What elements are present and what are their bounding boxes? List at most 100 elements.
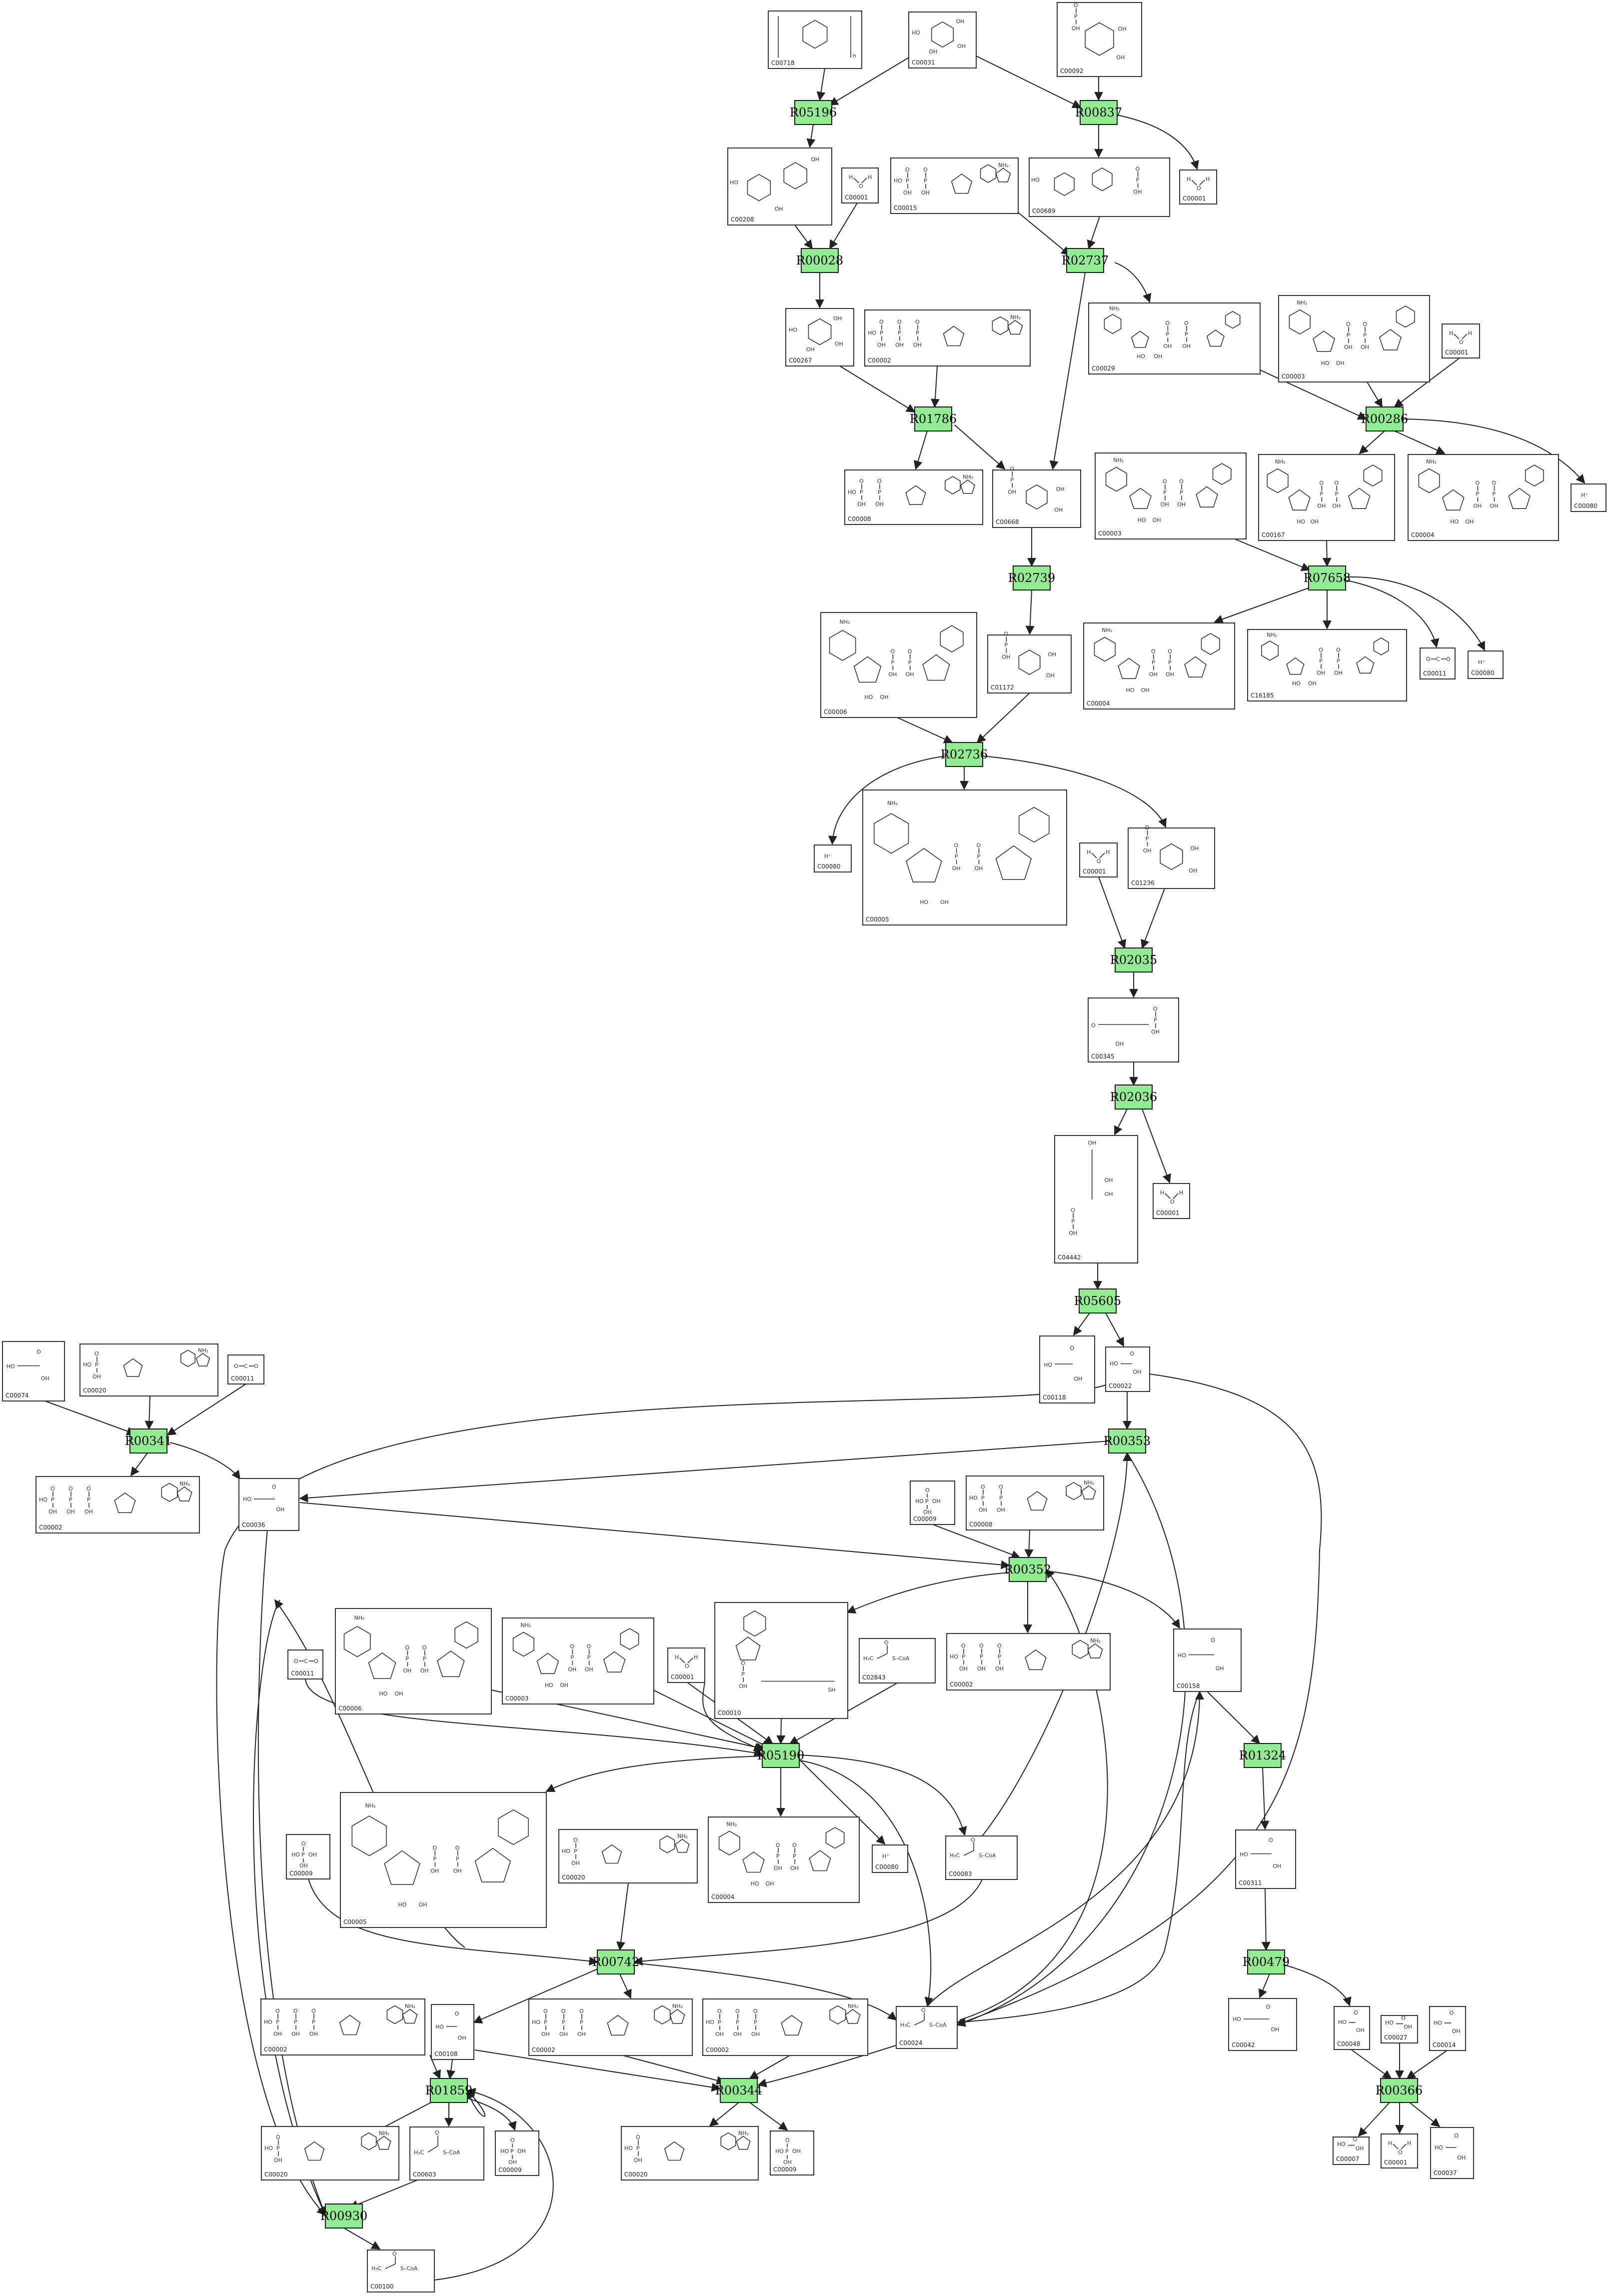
reaction-box[interactable] — [762, 1743, 800, 1768]
compound-box[interactable] — [1088, 998, 1179, 1062]
compound-box[interactable] — [844, 470, 983, 525]
reaction-box[interactable] — [720, 2078, 758, 2103]
reaction-node[interactable]: R02737 — [1062, 248, 1109, 273]
compound-box[interactable] — [528, 1998, 693, 2056]
reaction-node[interactable]: R02739 — [1008, 566, 1055, 590]
compound-box[interactable] — [335, 1608, 492, 1714]
compound-box[interactable] — [367, 2250, 435, 2292]
compound-box[interactable] — [1334, 2006, 1370, 2050]
reaction-node[interactable]: R00366 — [1376, 2078, 1423, 2103]
reaction-box[interactable] — [945, 742, 983, 767]
compound-box[interactable] — [1420, 648, 1456, 680]
reaction-box[interactable] — [1380, 2078, 1418, 2103]
reaction-node[interactable]: R05196 — [790, 100, 837, 125]
compound-box[interactable] — [1408, 454, 1559, 541]
reaction-box[interactable] — [801, 248, 839, 273]
reaction-node[interactable]: R01786 — [910, 406, 957, 432]
compound-box[interactable] — [227, 1354, 264, 1384]
compound-box[interactable] — [785, 308, 854, 366]
compound-box[interactable] — [1029, 158, 1170, 217]
compound-box[interactable] — [1173, 1628, 1242, 1692]
compound-box[interactable] — [910, 1480, 955, 1525]
compound-box[interactable] — [1054, 1135, 1138, 1264]
compound-box[interactable] — [1381, 2015, 1418, 2044]
compound-box[interactable] — [1083, 622, 1235, 710]
reaction-node[interactable]: R00286 — [1361, 406, 1408, 432]
compound-box[interactable] — [862, 790, 1067, 926]
compound-box[interactable] — [841, 168, 879, 204]
reaction-node[interactable]: R05190 — [757, 1743, 804, 1768]
reaction-box[interactable] — [1308, 566, 1346, 590]
reaction-box[interactable] — [1247, 1950, 1285, 1974]
reaction-node[interactable]: R00837 — [1075, 100, 1122, 125]
compound-box[interactable] — [1333, 2136, 1370, 2165]
compound-node[interactable]: H⁺C00080 — [872, 1844, 908, 1873]
compound-box[interactable] — [502, 1618, 654, 1704]
compound-box[interactable] — [1128, 828, 1215, 889]
compound-box[interactable] — [35, 1476, 200, 1534]
compound-box[interactable] — [1381, 2134, 1418, 2168]
compound-node[interactable]: H⁺C00080 — [814, 844, 852, 872]
compound-box[interactable] — [287, 1650, 323, 1680]
reaction-node[interactable]: R00479 — [1243, 1950, 1290, 1974]
reaction-box[interactable] — [1108, 1428, 1146, 1454]
compound-box[interactable] — [1571, 484, 1607, 512]
compound-box[interactable] — [727, 148, 832, 226]
compound-box[interactable] — [558, 1829, 698, 1884]
reaction-box[interactable] — [325, 2204, 363, 2228]
compound-box[interactable] — [814, 844, 852, 872]
reaction-node[interactable]: R05605 — [1074, 1288, 1121, 1314]
reaction-node[interactable]: R00352 — [1004, 1557, 1051, 1582]
compound-box[interactable] — [820, 612, 977, 718]
compound-box[interactable] — [1442, 324, 1480, 358]
reaction-node[interactable]: R01859 — [425, 2078, 472, 2103]
compound-box[interactable] — [409, 2126, 484, 2180]
compound-box[interactable] — [1430, 2127, 1474, 2179]
compound-box[interactable] — [286, 1834, 330, 1880]
compound-box[interactable] — [79, 1344, 218, 1396]
compound-box[interactable] — [621, 2126, 759, 2180]
compound-box[interactable] — [1095, 452, 1247, 540]
compound-box[interactable] — [1179, 170, 1217, 204]
compound-box[interactable] — [890, 158, 1019, 214]
reaction-node[interactable]: R00028 — [796, 248, 843, 273]
compound-box[interactable] — [770, 2130, 814, 2176]
reaction-box[interactable] — [1009, 1557, 1047, 1582]
